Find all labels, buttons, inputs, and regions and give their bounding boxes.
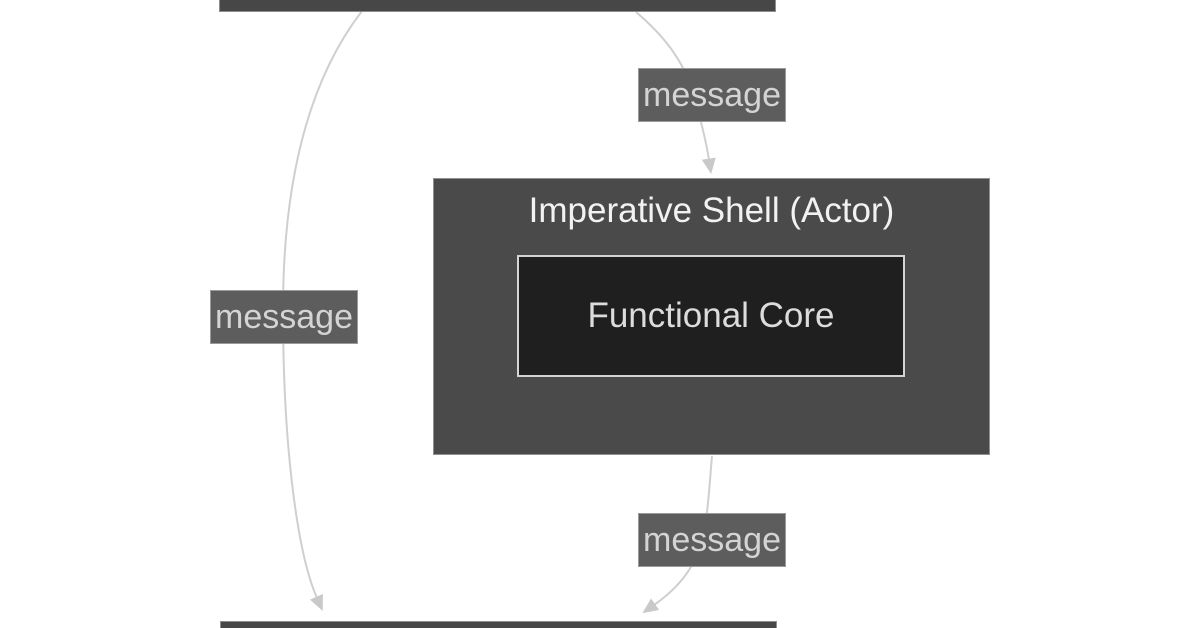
imperative-shell-node: Imperative Shell (Actor) Functional Core (433, 178, 990, 455)
functional-core-label: Functional Core (587, 296, 835, 335)
bottom-boundary-node (220, 621, 777, 628)
edge-label-left-message: message (210, 290, 358, 344)
edge-label-bottom-message: message (638, 513, 786, 567)
edge-label-top-message: message (638, 68, 786, 122)
imperative-shell-label: Imperative Shell (Actor) (528, 191, 895, 230)
functional-core-node: Functional Core (517, 255, 905, 377)
top-boundary-node (219, 0, 776, 12)
